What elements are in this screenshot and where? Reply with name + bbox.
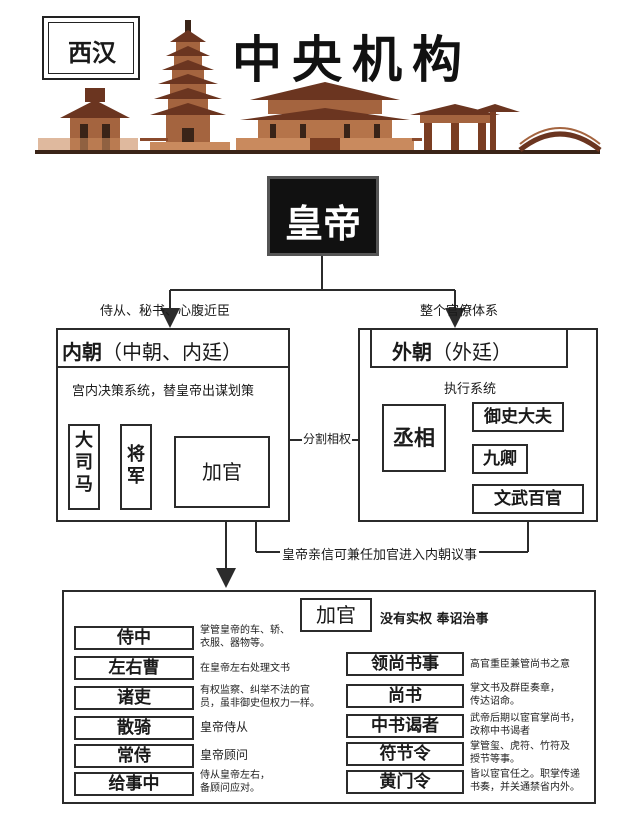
list-item-zhongshuyezhe: 中书谒者 [346,714,464,738]
architecture-illustration [35,20,602,154]
gate-icon [410,104,520,150]
detail-title-box: 加官 [300,598,372,632]
list-item-shizhong: 侍中 [74,626,194,650]
list-item-lingshangshushi: 领尚书事 [346,652,464,676]
list-desc-lingshangshushi: 高官重臣兼管尚书之意 [470,659,570,670]
inner-court-header [56,328,290,368]
dynasty-label: 西汉 [68,38,116,67]
officials-box: 文武百官 [472,484,584,514]
officials-label: 文武百官 [494,489,562,509]
censor-label: 御史大夫 [484,407,552,427]
pavilion-icon [38,88,138,150]
inner-court-desc: 宫内决策系统，替皇帝出谋划策 [72,384,255,399]
list-item-zhuli: 诸吏 [74,686,194,710]
edge-label-split: 分割相权 [302,430,353,447]
list-item-fujieling: 符节令 [346,742,464,766]
list-desc-zhuli: 有权监察、纠举不法的官 员，虽非御史但权力一样。 [200,685,320,709]
palace-icon [236,82,414,150]
grand-marshal-label: 大 司 马 [75,430,93,495]
general-box: 将 军 [120,424,152,510]
emperor-node: 皇帝 [267,176,379,256]
outer-court-title: 外朝（外廷） [392,340,512,364]
pagoda-icon [150,20,230,150]
inner-court-title: 内朝（中朝、内廷） [62,340,242,364]
list-desc-jishizhong: 侍从皇帝左右， 备顾问应对。 [200,770,270,794]
ministers-label: 九卿 [483,449,517,469]
detail-title: 加官 [316,603,356,627]
emperor-label: 皇帝 [284,201,361,246]
subtitle-frame [42,16,140,80]
edge-label-return: 皇帝亲信可兼任加官进入内朝议事 [280,544,480,563]
censor-box: 御史大夫 [472,402,564,432]
list-item-huangmenling: 黄门令 [346,770,464,794]
list-item-jishizhong: 给事中 [74,772,194,796]
ministers-box: 九卿 [472,444,528,474]
list-desc-shangshu: 掌文书及群臣奏章， 传达诏命。 [470,683,560,707]
edge-label-outer: 整个官僚体系 [420,304,499,319]
list-item-shangshu: 尚书 [346,684,464,708]
chancellor-label: 丞相 [393,426,435,450]
jiaguan-box: 加官 [174,436,270,508]
list-desc-sanqi: 皇帝侍从 [200,720,249,734]
list-desc-fujieling: 掌管玺、虎符、竹符及 授节等事。 [470,741,570,765]
grand-marshal-box: 大 司 马 [68,424,100,510]
edge-label-inner: 侍从、秘书、心腹近臣 [100,304,231,319]
list-desc-zhongshuyezhe: 武帝后期以宦官掌尚书， 改称中书谒者 [470,713,580,737]
general-label: 将 军 [127,444,145,487]
fence-decoration [140,138,422,141]
outer-court-header [370,328,568,368]
list-desc-huangmenling: 皆以宦官任之。职掌传递 书奏，并关通禁省内外。 [470,769,580,793]
list-item-changshi: 常侍 [74,744,194,768]
outer-court-desc: 执行系统 [444,382,497,397]
detail-subtitle: 没有实权 奉诏治事 [380,612,489,627]
list-item-zuoyoucao: 左右曹 [74,656,194,680]
list-desc-shizhong: 掌管皇帝的车、轿、 衣服、器物等。 [200,625,290,649]
list-desc-changshi: 皇帝顾问 [200,748,249,762]
list-desc-zuoyoucao: 在皇帝左右处理文书 [200,663,290,674]
bridge-icon [518,127,602,152]
page-title: 中央机构 [232,30,472,89]
chancellor-box: 丞相 [382,404,446,472]
list-item-sanqi: 散骑 [74,716,194,740]
jiaguan-label: 加官 [202,460,242,484]
